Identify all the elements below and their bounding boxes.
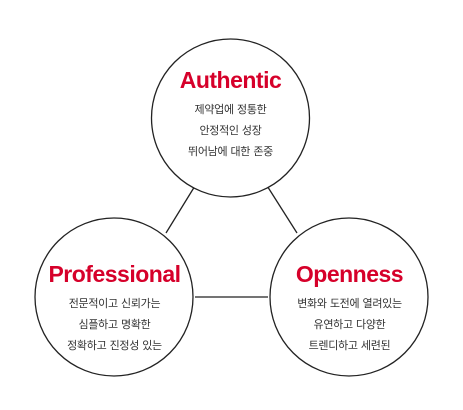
node-line: 유연하고 다양한 [313,318,386,331]
circle-professional [34,217,194,377]
node-title-professional: Professional [48,261,181,287]
circle-openness [269,217,429,377]
node-line: 제약업에 정통한 [194,103,267,116]
node-title-openness: Openness [295,261,404,287]
node-authentic: Authentic 제약업에 정통한 안정적인 성장 뛰어남에 대한 존중 [150,66,311,162]
node-professional: Professional 전문적이고 신뢰가는 심플하고 명확한 정확하고 진정… [34,260,195,356]
connector-authentic-openness [263,180,298,234]
node-line: 안정적인 성장 [199,124,262,137]
node-line: 심플하고 명확한 [78,318,151,331]
node-line: 정확하고 진정성 있는 [67,339,162,352]
node-openness: Openness 변화와 도전에 열려있는 유연하고 다양한 트렌디하고 세련된 [269,260,430,356]
node-line: 전문적이고 신뢰가는 [68,297,161,310]
node-line: 트렌디하고 세련된 [308,339,391,352]
node-title-authentic: Authentic [179,67,282,93]
connector-authentic-professional [165,180,199,234]
circle-authentic [150,38,311,198]
node-line: 뛰어남에 대한 존중 [188,145,273,158]
node-line: 변화와 도전에 열려있는 [297,297,402,310]
